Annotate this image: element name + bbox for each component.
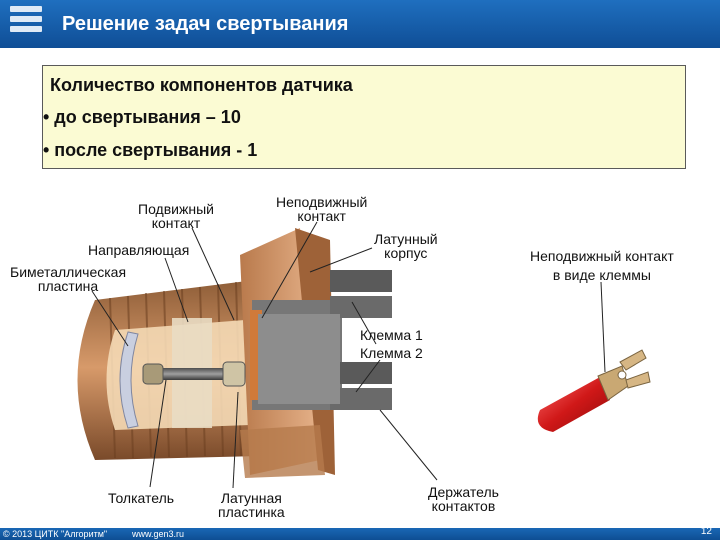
footer-bar: © 2013 ЦИТК "Алгоритм" www.gen3.ru 12: [0, 526, 720, 540]
logo-icon: [10, 6, 42, 42]
label-guide: Направляющая: [88, 242, 190, 258]
info-heading: Количество компонентов датчика: [50, 75, 353, 95]
label-terminal-1: Клемма 1: [360, 327, 423, 343]
page-number: 12: [700, 526, 712, 537]
sensor-body: [77, 228, 392, 478]
info-box: Количество компонентов датчика • до свер…: [42, 65, 686, 169]
slide-title: Решение задач свертывания: [62, 13, 349, 35]
footer-website: www.gen3.ru: [132, 529, 185, 539]
label-terminal-2: Клемма 2: [360, 345, 423, 361]
fork-terminal: [537, 349, 651, 432]
info-item-before: • до свертывания – 10: [43, 107, 241, 127]
footer-copyright: © 2013 ЦИТК "Алгоритм": [3, 529, 108, 539]
info-item-after: • после свертывания - 1: [43, 140, 258, 160]
label-pusher: Толкатель: [108, 490, 175, 506]
header-bar: Решение задач свертывания: [0, 0, 720, 48]
